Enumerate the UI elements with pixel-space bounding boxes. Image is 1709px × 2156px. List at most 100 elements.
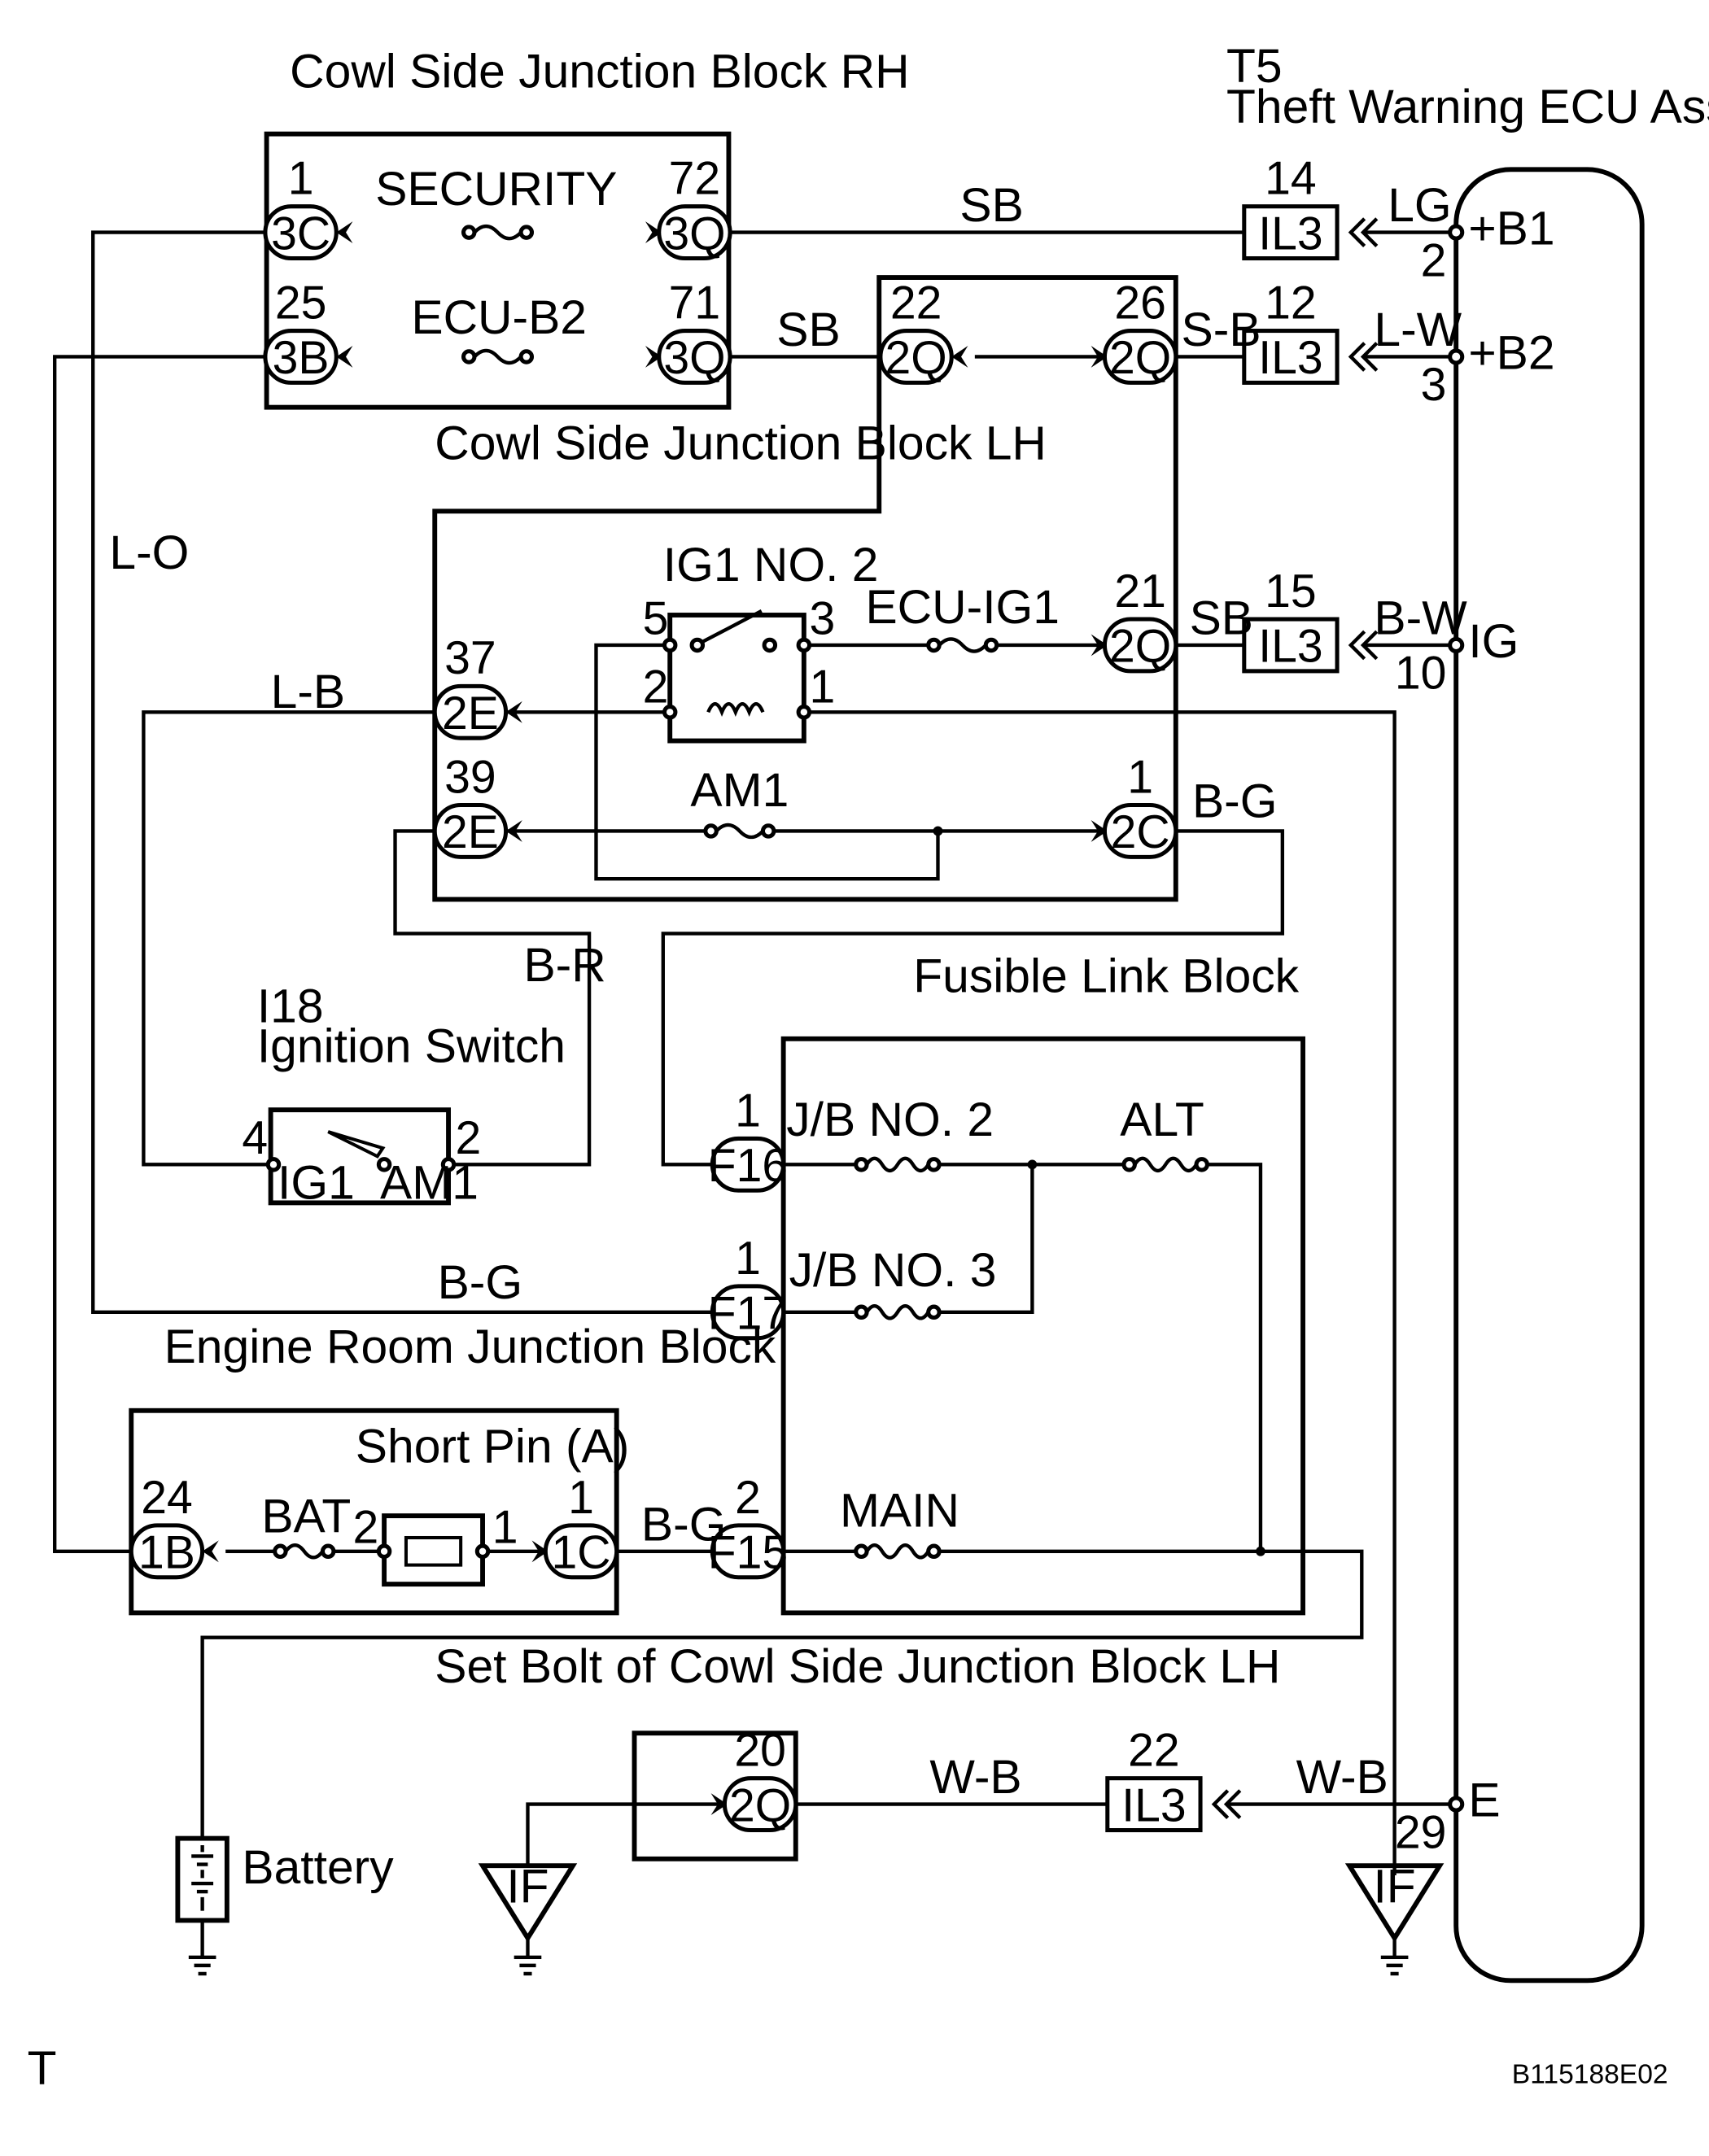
fuse-terminal xyxy=(926,1543,942,1560)
il3-pin: 14 xyxy=(1265,153,1317,205)
battery xyxy=(175,1835,229,1923)
fuse-terminal xyxy=(926,1157,942,1172)
fuse-element-icon xyxy=(715,823,765,840)
labels: Cowl Side Junction Block RH T5 Theft War… xyxy=(28,40,1709,2095)
cowl-rh-box xyxy=(264,131,732,410)
ecu-terminal-pin: 2 xyxy=(1421,234,1447,286)
connector-pill xyxy=(263,204,339,261)
ecu-terminal-pin: 3 xyxy=(1421,359,1447,411)
connector-arrow-icon xyxy=(951,346,968,368)
ecu-terminal-b1: +B12 xyxy=(1421,203,1555,287)
connector-pill xyxy=(710,1136,786,1193)
fuse-label: J/B NO. 2 xyxy=(786,1093,994,1146)
switch-terminal xyxy=(440,1157,457,1172)
junction-dots xyxy=(933,826,1265,1556)
connector-pin: 22 xyxy=(890,277,942,329)
wire-relay-5-left xyxy=(594,643,940,881)
il3-pin: 22 xyxy=(1128,1725,1180,1777)
il3-box xyxy=(1105,1776,1203,1833)
connector-code: 3Q xyxy=(663,207,725,260)
connector-pin: 20 xyxy=(734,1725,786,1777)
ignition-switch-box xyxy=(268,1107,451,1206)
connector-pill xyxy=(657,204,732,261)
relay-pin-2: 2 xyxy=(643,661,669,714)
ecu-code: T5 xyxy=(1226,40,1283,93)
ground-symbol xyxy=(514,1955,542,1976)
ecu-terminal-dot xyxy=(1448,1796,1465,1813)
short-pin-terminal xyxy=(376,1543,392,1560)
connector-arrow-icon xyxy=(645,221,662,244)
fusible-link-element-icon xyxy=(865,1304,930,1320)
connector-pin: 24 xyxy=(141,1472,193,1524)
connector-code: F17 xyxy=(708,1287,788,1339)
relay-coil-icon xyxy=(706,702,765,717)
wire-label-s-b: S-B xyxy=(1182,303,1261,356)
connector-code: 3B xyxy=(273,332,330,384)
relay-box xyxy=(667,613,806,744)
fuse-terminal xyxy=(760,823,776,839)
fuse-terminal xyxy=(461,349,477,364)
fuse-terminal xyxy=(854,1157,869,1172)
switch-contact-ig1: IG1 xyxy=(278,1156,355,1209)
fusible-link-element-icon xyxy=(865,1156,930,1173)
wire-b-g-2c xyxy=(661,829,1285,1167)
double-chevron-icon xyxy=(1348,217,1379,247)
short-pin-element xyxy=(404,1535,463,1567)
battery-body xyxy=(175,1835,229,1923)
connector-code: F15 xyxy=(708,1526,788,1578)
grounds xyxy=(188,1863,1445,1976)
junction-dot xyxy=(1027,1159,1038,1170)
relay-terminal xyxy=(796,637,812,653)
wire-label-b-g-2c: B-G xyxy=(1192,775,1278,828)
connector-arrow-icon xyxy=(531,1540,549,1563)
fuse-terminal xyxy=(926,1304,942,1320)
connector-pin: 39 xyxy=(444,751,496,803)
short-pin-pin-1: 1 xyxy=(492,1502,518,1554)
fuse-label: AM1 xyxy=(690,764,789,817)
ecu-terminal-name: +B2 xyxy=(1468,327,1554,380)
il3-box xyxy=(1242,617,1340,674)
ignition-switch-internals xyxy=(265,1130,457,1172)
connector-arrow-icon xyxy=(645,346,662,368)
wire-label-b-r: B-R xyxy=(523,939,605,992)
fuse-jb-no3: J/B NO. 3 xyxy=(789,1244,996,1324)
wire-label-b-g-f17: B-G xyxy=(438,1256,523,1309)
connector-pin: 37 xyxy=(444,632,496,684)
il3-box xyxy=(1242,329,1340,385)
wire-label-sb-ig: SB xyxy=(1190,592,1253,645)
fusible-link-title: Fusible Link Block xyxy=(913,950,1299,1003)
ground-symbol xyxy=(1380,1955,1409,1976)
connector-pin: 1 xyxy=(568,1472,594,1524)
wire-label-l-o: L-O xyxy=(109,526,189,579)
fuse-label: BAT xyxy=(261,1490,351,1543)
battery-label: Battery xyxy=(242,1841,394,1894)
ecu-terminal-dot xyxy=(1448,348,1465,365)
connector-code: 1B xyxy=(138,1526,195,1578)
set-bolt-title: Set Bolt of Cowl Side Junction Block LH xyxy=(435,1640,1280,1693)
wire-label-w-b-2: W-B xyxy=(1296,1751,1388,1804)
wire-relay-coil-out xyxy=(803,710,1396,1875)
figure-id: B115188E02 xyxy=(1512,2059,1668,2089)
relay-terminal xyxy=(662,637,678,653)
connector-arrow-icon xyxy=(1091,346,1108,368)
wire-label-sb-top: SB xyxy=(959,179,1023,232)
il3-pin: 12 xyxy=(1265,277,1317,329)
fuse-terminal xyxy=(1121,1157,1137,1172)
wire-b-r xyxy=(393,829,592,1167)
connector-pin: 1 xyxy=(735,1233,761,1285)
ecu-body xyxy=(1453,167,1645,1984)
wire-label-b-w: B-W xyxy=(1374,592,1467,645)
connector-arrow-icon xyxy=(202,1540,219,1563)
arrows xyxy=(202,221,1108,1816)
connector-arrow-icon xyxy=(336,221,353,244)
junction-dot xyxy=(933,826,943,836)
connector-pin: 72 xyxy=(669,153,721,205)
